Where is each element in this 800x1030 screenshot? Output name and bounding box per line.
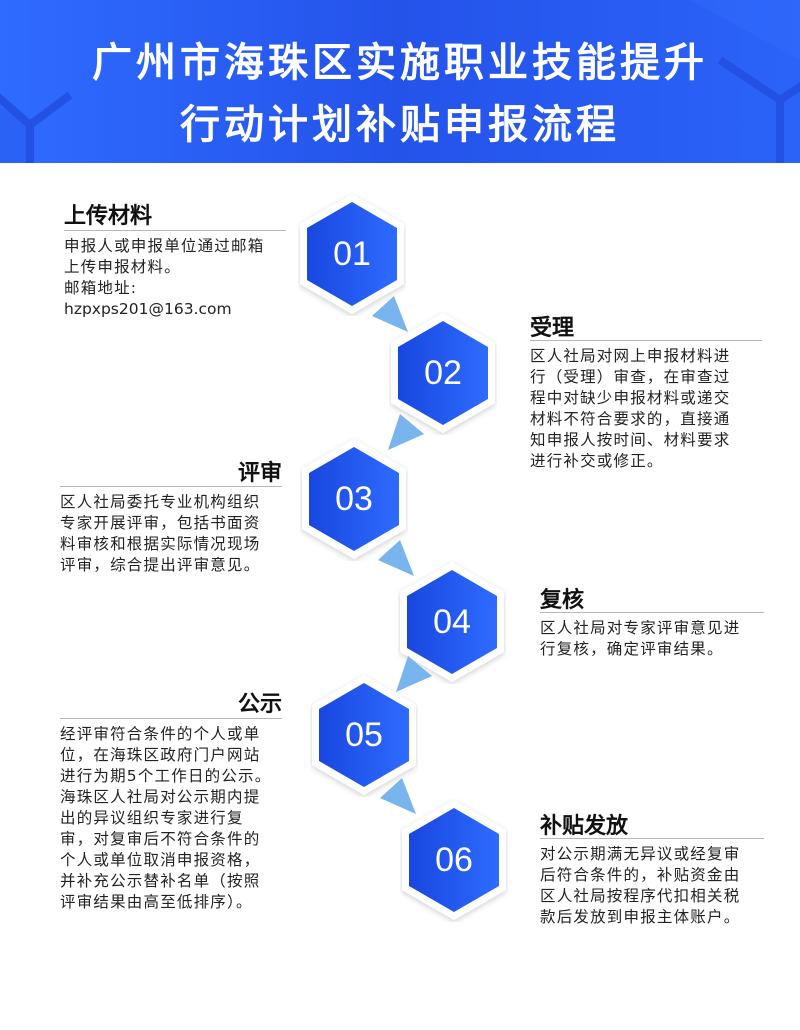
page-title-line2: 行动计划补贴申报流程 [180, 102, 620, 148]
step-04-title: 复核 [540, 588, 585, 613]
step-03-hexagon: 03 [300, 437, 408, 561]
step-04-hexagon: 04 [398, 560, 506, 684]
step-number: 06 [435, 841, 473, 879]
arrow-down-left-icon [388, 414, 424, 450]
arrow-down-left-icon [396, 656, 432, 692]
step-06-hexagon: 06 [400, 798, 508, 922]
step-06-title: 补贴发放 [540, 814, 629, 839]
step-02-hexagon: 02 [389, 311, 497, 435]
step-05-title: 公示 [237, 692, 282, 717]
step-number: 01 [333, 235, 371, 273]
step-02-divider [530, 340, 762, 341]
step-01-divider [64, 230, 286, 231]
step-03-divider [60, 486, 282, 487]
step-04-divider [540, 612, 764, 613]
step-02-description: 区人社局对网上申报材料进 行（受理）审查，在审查过 程中对缺少申报材料或递交 材… [530, 347, 731, 470]
arrow-down-right-icon [372, 296, 408, 332]
step-number: 02 [424, 354, 462, 392]
step-03-title: 评审 [237, 461, 282, 486]
arrow-down-right-icon [380, 778, 416, 814]
step-01-description: 申报人或申报单位通过邮箱 上传申报材料。 邮箱地址: hzpxps201@163… [64, 236, 304, 320]
step-05-hexagon: 05 [310, 673, 418, 797]
hexagon-icon [400, 562, 504, 682]
step-06-description: 对公示期满无异议或经复审 后符合条件的，补贴资金由 区人社局按程序代扣相关税 款… [540, 845, 741, 926]
hexagon-pattern-background [0, 0, 800, 163]
hexagon-icon [391, 313, 495, 433]
arrow-down-right-icon [378, 540, 414, 576]
header-banner: 广州市海珠区实施职业技能提升 行动计划补贴申报流程 [0, 0, 800, 163]
hexagon-icon [300, 194, 404, 314]
hexagon-icon [302, 439, 406, 559]
step-04-description: 区人社局对专家评审意见进 行复核，确定评审结果。 [540, 619, 741, 658]
step-05-divider [60, 718, 282, 719]
step-02-title: 受理 [530, 316, 575, 341]
hexagon-icon [402, 800, 506, 920]
step-number: 05 [345, 716, 383, 754]
step-number: 04 [433, 603, 471, 641]
step-01-hexagon: 01 [298, 192, 406, 316]
step-05-description: 经评审符合条件的个人或单 位，在海珠区政府门户网站 进行为期5个工作日的公示。 … [60, 725, 272, 911]
step-01-title: 上传材料 [64, 204, 153, 229]
step-03-description: 区人社局委托专业机构组织 专家开展评审，包括书面资 料审核和根据实际情况现场 评… [60, 493, 261, 574]
page-title-line1: 广州市海珠区实施职业技能提升 [92, 40, 708, 86]
hexagon-icon [312, 675, 416, 795]
step-number: 03 [335, 480, 373, 518]
step-06-divider [540, 838, 764, 839]
email-address: hzpxps201@163.com [64, 300, 232, 318]
